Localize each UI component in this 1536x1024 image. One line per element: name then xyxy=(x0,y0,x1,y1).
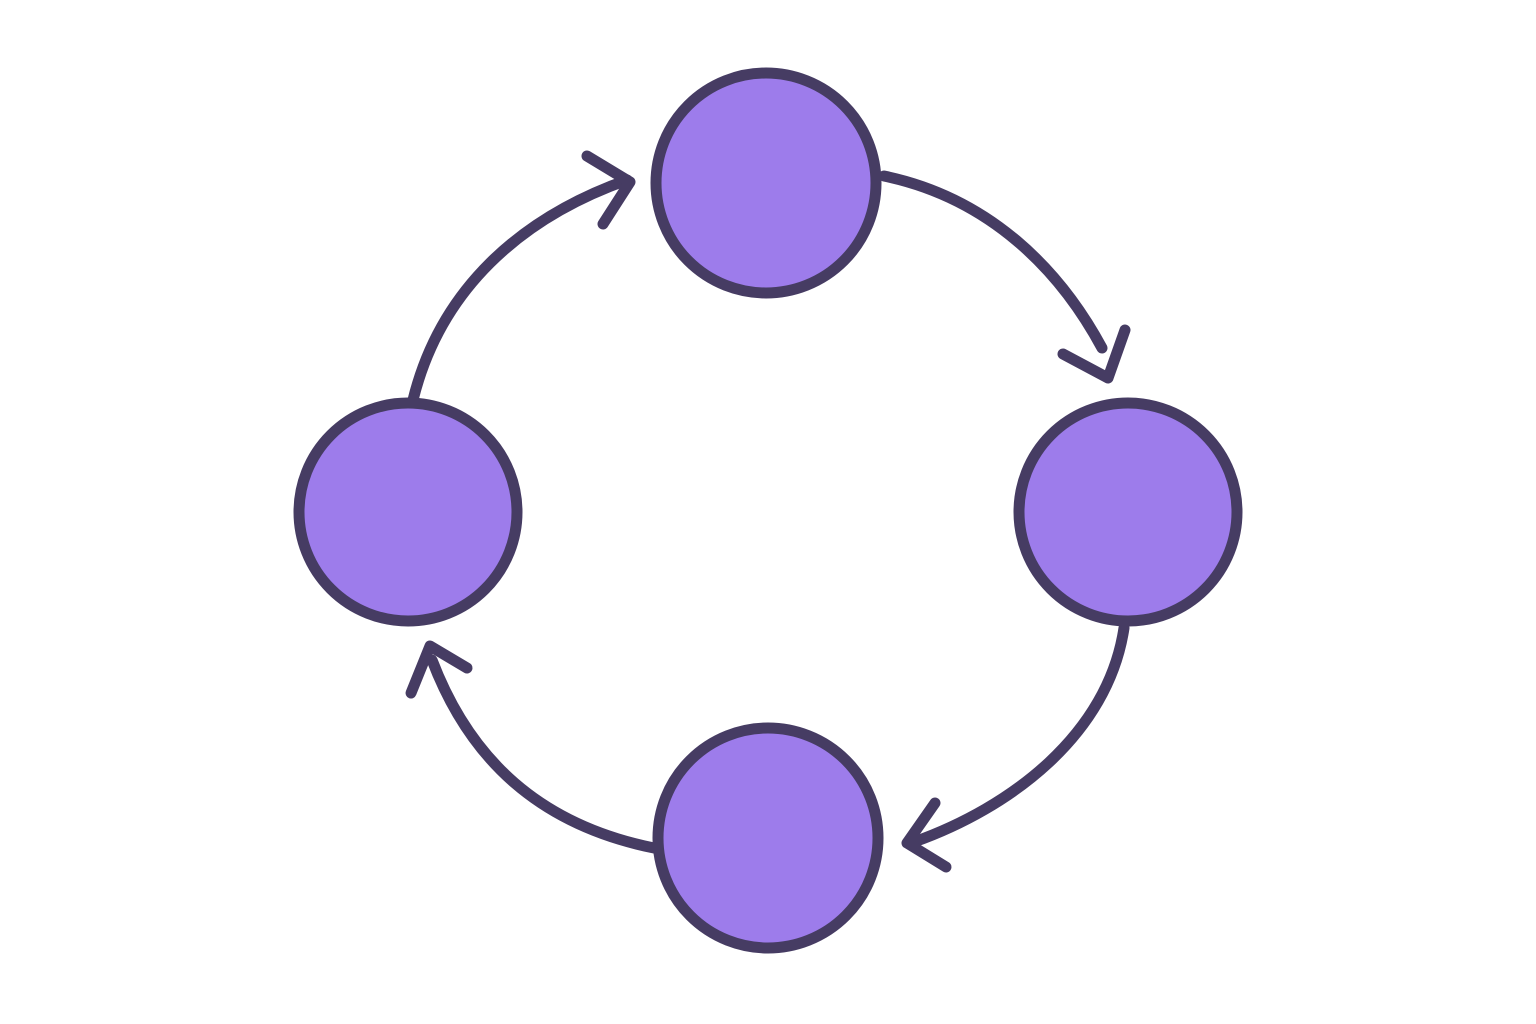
node-bottom-fill xyxy=(658,728,878,948)
node-bottom-outline xyxy=(652,722,884,954)
node-right xyxy=(1013,397,1243,627)
arrowhead-right-to-bottom-icon xyxy=(901,797,952,873)
node-bottom xyxy=(652,722,884,954)
arrow-right-to-bottom xyxy=(901,622,1130,873)
nodes xyxy=(293,67,1243,954)
node-left xyxy=(293,397,523,627)
node-top-fill xyxy=(656,73,876,293)
arrowhead-left-to-top-icon xyxy=(581,150,636,230)
connectors xyxy=(405,150,1131,873)
arc-left-to-top xyxy=(407,174,633,406)
node-top-outline xyxy=(650,67,882,299)
arc-bottom-to-left xyxy=(426,654,660,854)
arrow-left-to-top xyxy=(407,150,636,406)
arrowhead-top-to-right-icon xyxy=(1057,324,1131,384)
arrow-top-to-right xyxy=(878,170,1131,384)
arc-top-to-right xyxy=(878,170,1108,354)
arc-right-to-bottom xyxy=(908,622,1130,848)
node-top xyxy=(650,67,882,299)
node-left-fill xyxy=(299,403,517,621)
node-right-fill xyxy=(1019,403,1237,621)
node-right-outline xyxy=(1013,397,1243,627)
arrow-bottom-to-left xyxy=(405,640,660,854)
node-left-outline xyxy=(293,397,523,627)
arrowhead-bottom-to-left-icon xyxy=(405,640,473,699)
